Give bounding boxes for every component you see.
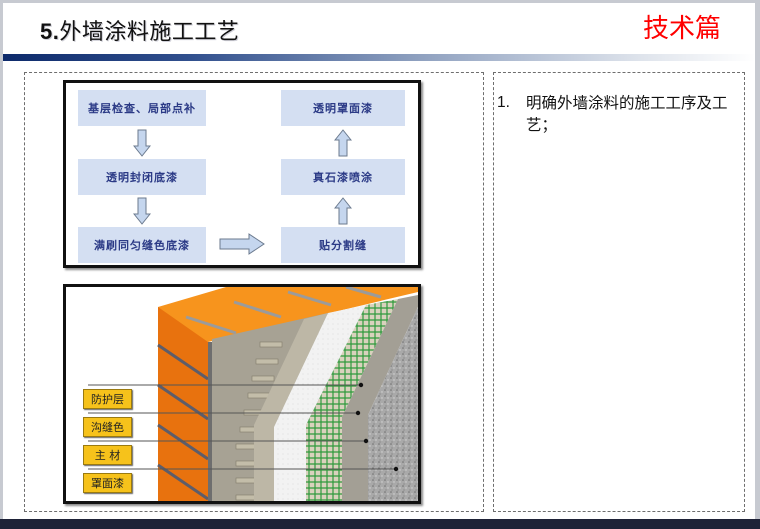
flow-step-4: 贴分割缝: [281, 227, 405, 263]
list-item-text: 明确外墙涂料的施工工序及工艺；: [526, 94, 728, 134]
left-content-panel: [24, 72, 484, 512]
layer-label-topcoat: 罩面漆: [83, 473, 132, 493]
flow-step-3: 满刷同匀缝色底漆: [78, 227, 206, 263]
layer-label-protective: 防护层: [83, 389, 132, 409]
flow-step-label: 满刷同匀缝色底漆: [94, 239, 190, 252]
flow-step-label: 基层检查、局部点补: [88, 102, 196, 115]
slide-right-edge: [755, 0, 760, 519]
arrow-down-icon: [133, 197, 151, 225]
flow-step-label: 真石漆喷涂: [313, 171, 373, 184]
flow-step-1: 基层检查、局部点补: [78, 90, 206, 126]
title-text: 外墙涂料施工工艺: [59, 20, 240, 45]
slide-footer-bar: [0, 519, 760, 529]
section-tag: 技术篇: [643, 14, 722, 44]
wall-layer-diagram: 防护层 沟缝色 主 材 罩面漆: [63, 284, 421, 504]
layer-label-main-material: 主 材: [83, 445, 132, 465]
page-title: 5.外墙涂料施工工艺: [40, 14, 239, 46]
flow-step-label: 透明罩面漆: [313, 102, 373, 115]
notes-list: 1. 明确外墙涂料的施工工序及工艺；: [497, 92, 742, 136]
title-number: 5.: [40, 19, 60, 44]
process-flowchart: 基层检查、局部点补 透明封闭底漆 满刷同匀缝色底漆 透明罩面漆 真石漆喷涂 贴分…: [63, 80, 421, 268]
list-item: 1. 明确外墙涂料的施工工序及工艺；: [497, 92, 742, 136]
right-notes-panel: [493, 72, 745, 512]
flow-step-label: 透明封闭底漆: [106, 171, 178, 184]
arrow-right-icon: [219, 233, 265, 255]
flow-step-label: 贴分割缝: [319, 239, 367, 252]
wall-cross-section-illustration: [88, 287, 418, 501]
arrow-up-icon: [334, 197, 352, 225]
list-item-number: 1.: [497, 94, 510, 111]
arrow-up-icon: [334, 129, 352, 157]
title-underline-bar: [3, 54, 755, 61]
flow-step-5: 真石漆喷涂: [281, 159, 405, 195]
flow-step-6: 透明罩面漆: [281, 90, 405, 126]
arrow-down-icon: [133, 129, 151, 157]
layer-label-joint-color: 沟缝色: [83, 417, 132, 437]
flow-step-2: 透明封闭底漆: [78, 159, 206, 195]
